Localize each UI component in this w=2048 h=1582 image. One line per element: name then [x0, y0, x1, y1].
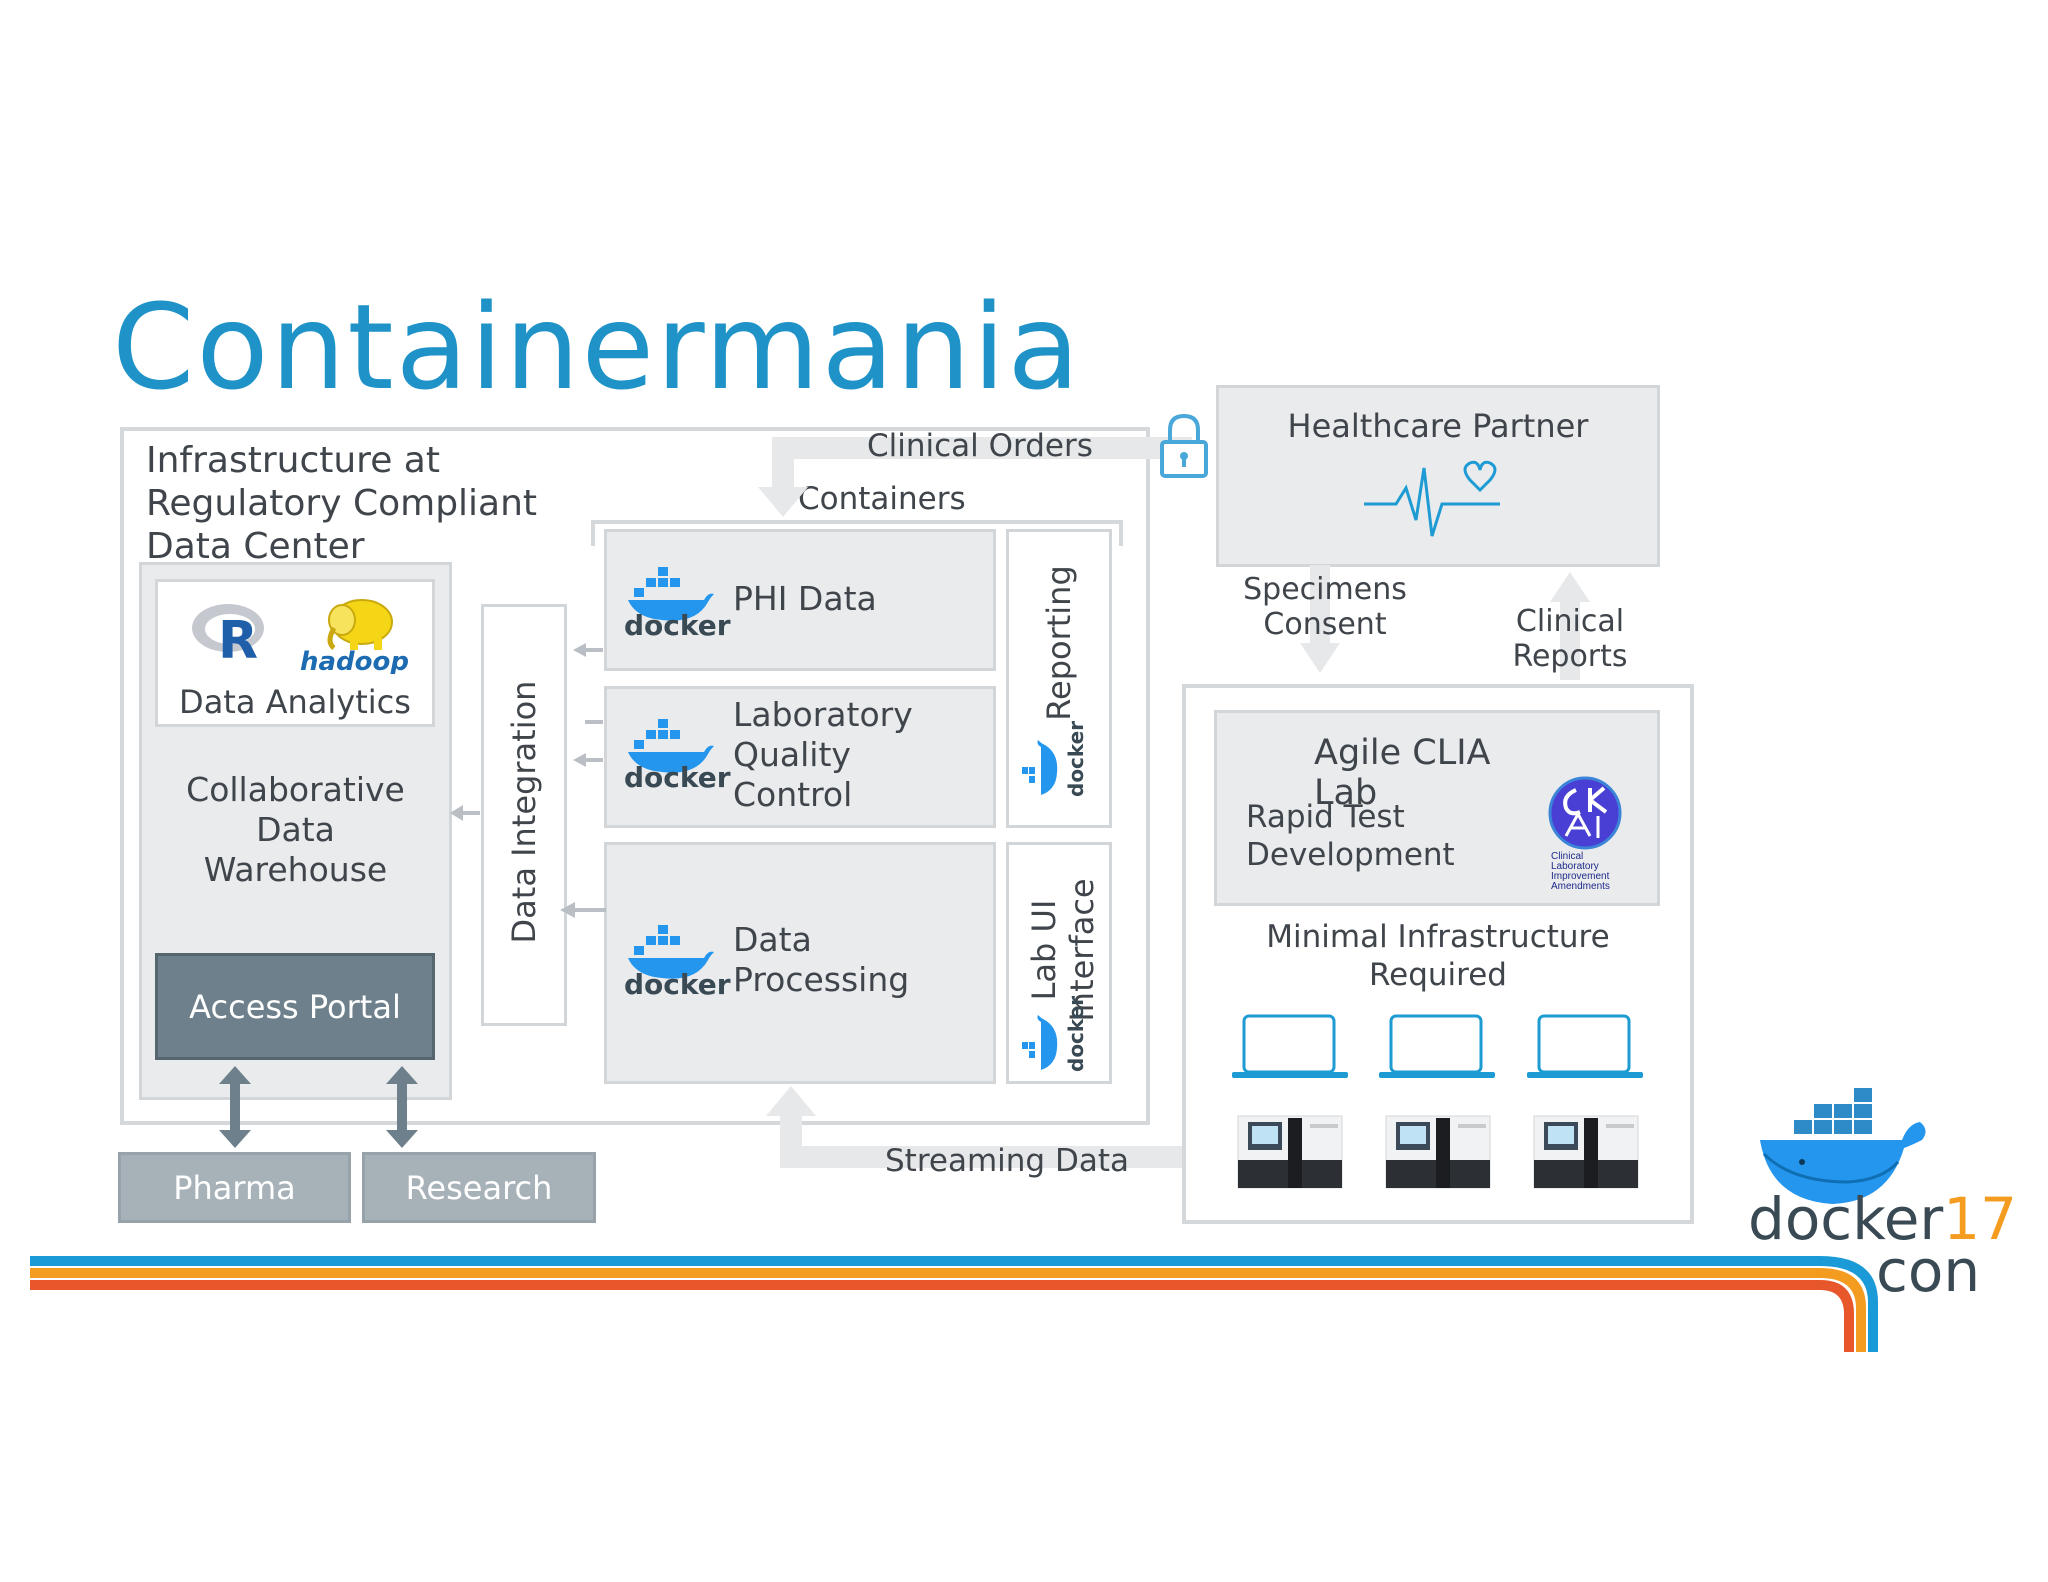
clia-lab-title-line: Lab	[1314, 773, 1378, 813]
warehouse-label-line: Collaborative	[186, 770, 405, 809]
docker-whale-icon	[628, 925, 714, 979]
laptop-icon	[1527, 1014, 1643, 1078]
dockercon-whale-icon	[1760, 1088, 1926, 1204]
docker-whale-icon	[628, 719, 714, 773]
lqc-label: Laboratory Quality Control	[733, 695, 913, 815]
datacenter-label-line: Data Center	[146, 526, 365, 567]
bidirectional-arrow-icon	[219, 1066, 251, 1148]
left-arrow-icon	[450, 805, 480, 821]
clia-lab-subtitle-line: Rapid Test	[1246, 799, 1405, 835]
r-logo-letter: R	[218, 611, 258, 662]
clia-lab-subtitle-line: Development	[1246, 837, 1455, 873]
lqc-label-line: Control	[733, 775, 853, 814]
docker-wordmark: docker	[624, 609, 731, 642]
lqc-label-line: Quality	[733, 735, 851, 774]
r-logo-icon: R	[192, 604, 264, 662]
datacenter-label-line: Regulatory Compliant	[146, 483, 538, 524]
data-analytics-box	[155, 579, 435, 727]
clinical-reports-label: Clinical Reports	[1480, 604, 1660, 674]
dockercon-docker-text: docker	[1748, 1185, 1944, 1253]
warehouse-label-line: Warehouse	[203, 850, 388, 889]
dockercon-year-text: 17	[1943, 1185, 2018, 1253]
docker-wordmark: docker	[624, 761, 731, 794]
integration-arrows	[573, 643, 603, 767]
clia-lab-subtitle: Rapid Test Development	[1246, 798, 1455, 874]
warehouse-label-line: Data	[256, 810, 335, 849]
docker-whale-icon	[1022, 740, 1058, 795]
clia-caption-line: Laboratory	[1551, 861, 1599, 872]
left-arrow-icon	[560, 902, 606, 918]
clia-lab-title: Agile CLIA Lab	[1314, 733, 1490, 813]
hadoop-wordmark: hadoop	[300, 647, 409, 674]
clia-caption-line: Amendments	[1551, 881, 1610, 892]
specimens-down-arrow	[1300, 565, 1340, 673]
clia-logo-caption: Clinical Laboratory Improvement Amendmen…	[1551, 852, 1610, 892]
clia-lab-title-line: Agile CLIA	[1314, 733, 1491, 773]
research-button[interactable]: Research	[362, 1152, 596, 1223]
healthcare-partner-label: Healthcare Partner	[1287, 407, 1589, 445]
laptop-icon	[1232, 1014, 1348, 1078]
reporting-container	[1006, 529, 1112, 828]
data-processing-label-line: Data	[733, 920, 812, 959]
sequencer-instrument-icon	[1385, 1115, 1491, 1189]
docker-wordmark: docker	[1064, 995, 1088, 1072]
clia-caption-line: Improvement	[1551, 871, 1610, 882]
streaming-data-label: Streaming Data	[885, 1143, 1129, 1179]
heartbeat-icon	[1364, 460, 1500, 537]
clia-logo-icon	[1548, 776, 1622, 850]
data-integration-bar	[481, 604, 567, 1026]
datacenter-label-line: Infrastructure at	[146, 440, 440, 481]
containers-bracket	[591, 520, 1123, 546]
lock-icon	[1160, 413, 1208, 478]
hadoop-elephant-icon: hadoop	[300, 599, 409, 674]
clinical-reports-label-line: Clinical	[1515, 604, 1625, 639]
warehouse-label: Collaborative Data Warehouse	[139, 770, 452, 890]
minimal-infrastructure-label: Minimal Infrastructure Required	[1182, 918, 1694, 994]
containers-label: Containers	[798, 481, 966, 517]
clia-caption-line: Clinical	[1551, 851, 1584, 862]
phi-data-label: PHI Data	[733, 579, 877, 618]
dockercon-wordmark: docker17	[1748, 1190, 2017, 1248]
left-arrow-icon	[573, 643, 603, 767]
minimal-infrastructure-line: Minimal Infrastructure	[1266, 919, 1610, 955]
clinical-orders-label: Clinical Orders	[867, 428, 1093, 464]
docker-wordmark: docker	[1064, 720, 1088, 797]
reporting-label: Reporting	[1040, 565, 1078, 721]
minimal-infrastructure-line: Required	[1369, 957, 1507, 993]
laptop-icon	[1379, 1014, 1495, 1078]
specimens-label-line: Consent	[1263, 607, 1387, 642]
lqc-label-line: Laboratory	[733, 695, 913, 734]
reporting-docker-logo: docker	[1021, 720, 1097, 797]
bidirectional-arrow-icon	[386, 1066, 418, 1148]
docker-whale-icon	[628, 567, 714, 621]
clinical-reports-label-line: Reports	[1512, 639, 1628, 674]
sequencer-instrument-icon	[1237, 1115, 1343, 1189]
access-portal-button[interactable]: Access Portal	[155, 953, 435, 1060]
healthcare-partner-box	[1216, 385, 1660, 567]
dockercon-con-text: con	[1876, 1237, 1981, 1305]
page-title: Containermania	[112, 278, 1082, 416]
decorative-stripes	[30, 1256, 1878, 1352]
data-analytics-label: Data Analytics	[179, 683, 411, 721]
docker-whale-icon	[1022, 1015, 1058, 1070]
data-processing-label-line: Processing	[733, 960, 910, 999]
specimens-label-line: Specimens	[1243, 572, 1407, 607]
specimens-consent-label: Specimens Consent	[1230, 572, 1420, 642]
pharma-button[interactable]: Pharma	[118, 1152, 351, 1223]
data-processing-label: Data Processing	[733, 920, 909, 1000]
clinical-orders-arrow	[758, 437, 1192, 517]
lab-ui-docker-logo: docker	[1021, 995, 1097, 1072]
clinical-reports-up-arrow	[1550, 572, 1590, 680]
sequencer-instrument-icon	[1533, 1115, 1639, 1189]
streming-data-arrow	[766, 1086, 1182, 1168]
docker-wordmark: docker	[624, 968, 731, 1001]
